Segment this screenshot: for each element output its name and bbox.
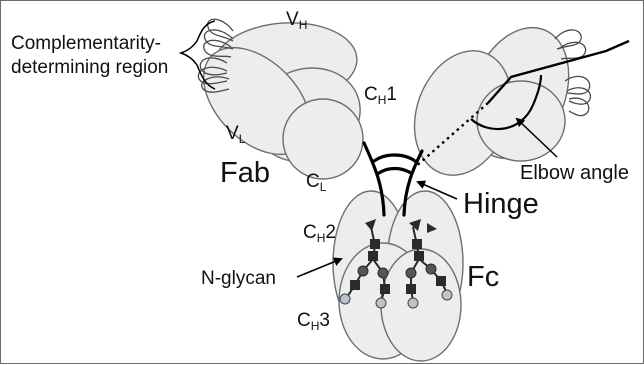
fc-label: Fc <box>467 261 499 293</box>
nglycan-label: N-glycan <box>201 268 276 289</box>
fc-ch3-right-domain <box>381 249 461 361</box>
vh-label: VH <box>286 9 307 32</box>
cdr-label-line1: Complementarity- <box>11 33 161 54</box>
hinge-label: Hinge <box>463 188 539 220</box>
fab-label: Fab <box>220 157 270 189</box>
ch2-label: CH2 <box>303 222 336 245</box>
left-fab <box>183 18 373 179</box>
cdr-label-line2: determining region <box>11 57 168 78</box>
ch1-label: CH1 <box>364 84 397 107</box>
ch3-label: CH3 <box>297 310 330 333</box>
elbow-angle-label: Elbow angle <box>520 162 629 184</box>
left-cl-domain <box>283 99 363 179</box>
